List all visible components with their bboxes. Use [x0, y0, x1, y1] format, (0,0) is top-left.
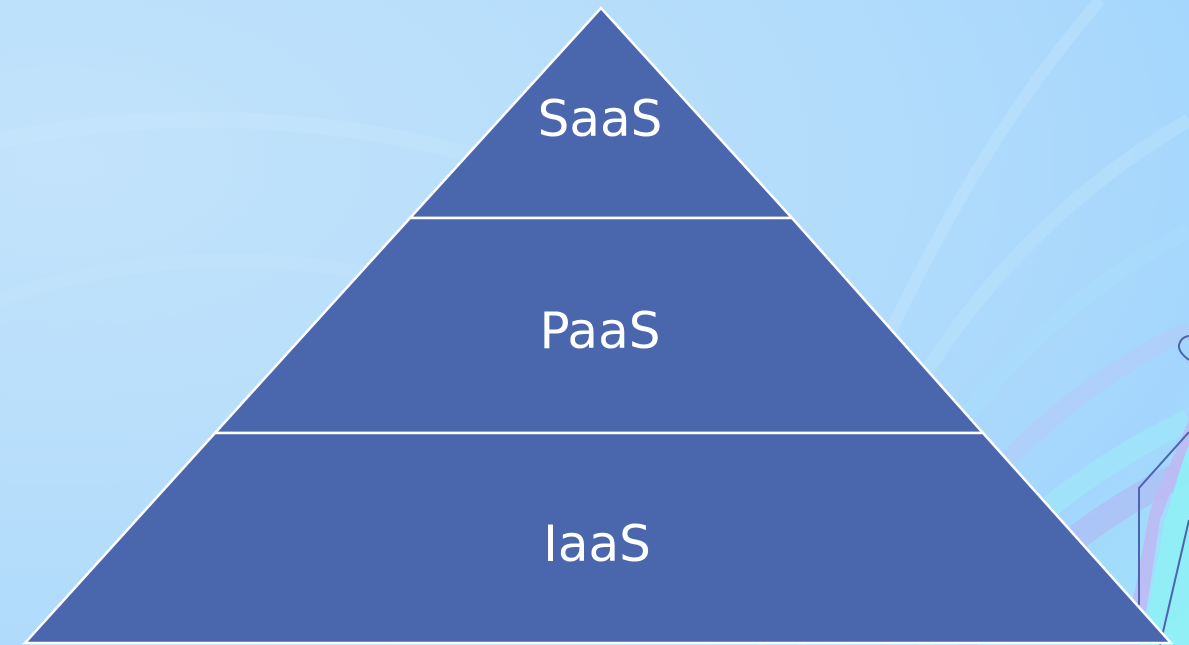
pyramid-tier-iaas — [22, 431, 1174, 645]
tier-label-saas: SaaS — [538, 90, 663, 148]
cloud-service-pyramid: SaaS PaaS IaaS — [22, 6, 1174, 645]
tier-label-paas: PaaS — [540, 302, 661, 360]
corner-accent-decoration — [1120, 335, 1189, 645]
tier-label-iaas: IaaS — [543, 515, 651, 573]
